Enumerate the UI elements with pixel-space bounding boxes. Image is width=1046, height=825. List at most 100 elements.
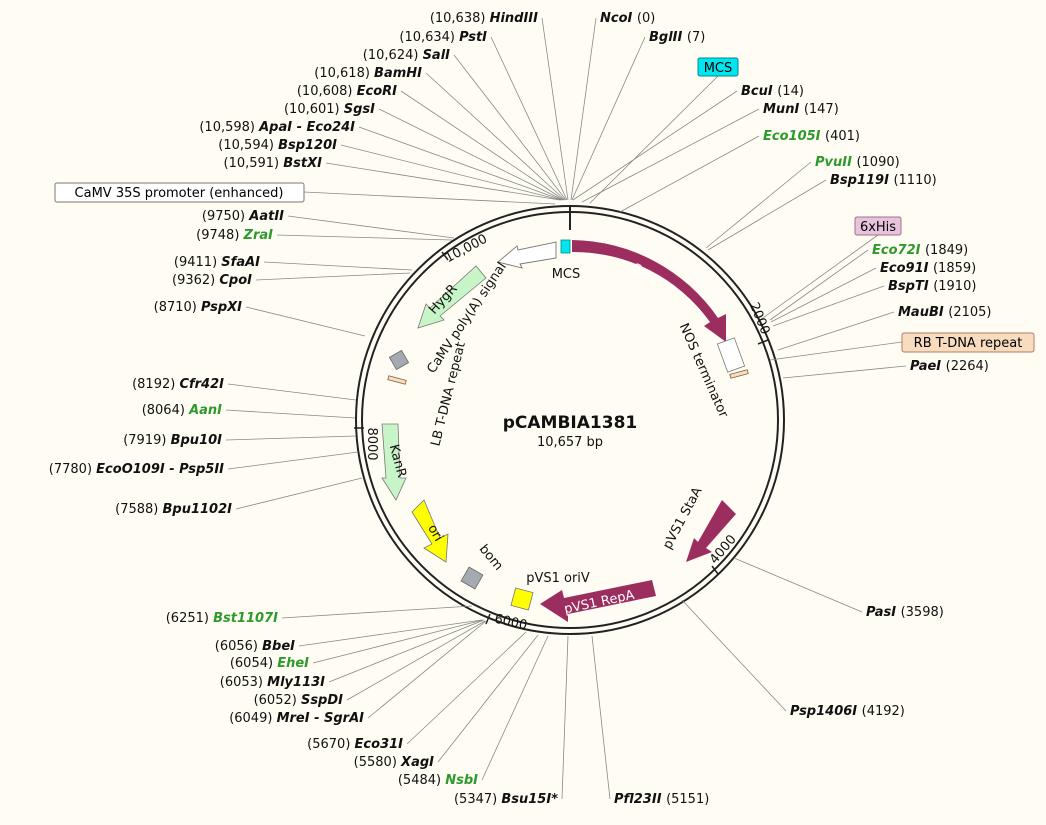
pvs1-oriv-feature[interactable] xyxy=(510,587,534,611)
site-mly113i[interactable]: (6053) Mly113I xyxy=(220,675,325,690)
site-name: Bpu10I xyxy=(171,433,223,448)
camv35s-feature[interactable] xyxy=(497,241,557,269)
site-pasi[interactable]: PasI (3598) xyxy=(866,605,944,620)
site-cfr42i[interactable]: (8192) Cfr42I xyxy=(132,377,224,392)
sixhis-box[interactable]: 6xHis xyxy=(854,216,902,236)
site-name: Bpu1102I xyxy=(163,502,233,517)
site-hindiii[interactable]: (10,638) HindIII xyxy=(430,11,538,26)
site-ehei[interactable]: (6054) EheI xyxy=(230,656,309,671)
site-position: (1910) xyxy=(933,279,976,294)
site-sali[interactable]: (10,624) SalI xyxy=(363,48,450,63)
ori-feature[interactable] xyxy=(411,499,449,563)
site-bsp120i[interactable]: (10,594) Bsp120I xyxy=(218,138,337,153)
site-nsbi[interactable]: (5484) NsbI xyxy=(398,773,478,788)
site-maubi[interactable]: MauBI (2105) xyxy=(898,305,991,320)
site-position: (1859) xyxy=(933,261,976,276)
svg-text:(5580) XagI: (5580) XagI xyxy=(354,755,434,770)
svg-text:(6251) Bst1107I: (6251) Bst1107I xyxy=(166,611,278,626)
site-aani[interactable]: (8064) AanI xyxy=(142,403,222,418)
site-position: (14) xyxy=(777,84,804,99)
site-cpoi[interactable]: (9362) CpoI xyxy=(172,273,252,288)
leader-bsp119i xyxy=(707,179,827,251)
site-ecori[interactable]: (10,608) EcoRI xyxy=(297,84,397,99)
site-name: Pfl23II xyxy=(614,792,666,807)
leader-aatii xyxy=(287,215,455,239)
svg-text:(10,624) SalI: (10,624) SalI xyxy=(363,48,450,63)
site-position: (2264) xyxy=(946,359,989,374)
rb-tdna-feature[interactable] xyxy=(729,369,749,379)
svg-text:(6052) SspDI: (6052) SspDI xyxy=(254,693,344,708)
site-psti[interactable]: (10,634) PstI xyxy=(399,30,487,45)
tick-4000 xyxy=(711,565,719,575)
svg-text:Eco91I (1859): Eco91I (1859) xyxy=(880,261,976,276)
site-ecoo109i[interactable]: (7780) EcoO109I - Psp5II xyxy=(49,462,224,477)
svg-text:(8064) AanI: (8064) AanI xyxy=(142,403,222,418)
camv-polya-feature[interactable] xyxy=(388,349,410,371)
site-position: (8710) xyxy=(154,300,201,315)
svg-text:(7780) EcoO109I - Psp5II: (7780) EcoO109I - Psp5II xyxy=(49,462,224,477)
mcs-feature[interactable] xyxy=(560,239,571,254)
nos-terminator-feature[interactable] xyxy=(716,337,746,373)
site-eco72i[interactable]: Eco72I (1849) xyxy=(872,243,968,258)
plasmid-name: pCAMBIA1381 xyxy=(503,413,637,433)
kanr-feature[interactable] xyxy=(381,423,407,501)
site-position: (5347) xyxy=(454,792,501,807)
site-name: HindIII xyxy=(490,11,539,26)
site-bsu15i[interactable]: (5347) Bsu15I* xyxy=(454,792,558,807)
site-position: (9362) xyxy=(172,273,219,288)
leader-bamhi xyxy=(425,72,566,201)
site-position: (5580) xyxy=(354,755,401,770)
site-ncoi[interactable]: NcoI (0) xyxy=(600,11,655,26)
leader-pasi xyxy=(733,557,863,613)
svg-text:(5484) NsbI: (5484) NsbI xyxy=(398,773,478,788)
site-eco31i[interactable]: (5670) Eco31I xyxy=(307,737,403,752)
site-pfl23ii[interactable]: Pfl23II (5151) xyxy=(614,792,709,807)
site-sgsi[interactable]: (10,601) SgsI xyxy=(284,102,375,117)
site-sspdi[interactable]: (6052) SspDI xyxy=(254,693,344,708)
site-name: SgsI xyxy=(344,102,375,117)
site-bstxi[interactable]: (10,591) BstXI xyxy=(224,156,323,171)
mcs-box[interactable]: MCS xyxy=(697,57,739,77)
site-pvuii[interactable]: PvuII (1090) xyxy=(815,155,900,170)
site-bsp119i[interactable]: Bsp119I (1110) xyxy=(830,173,937,188)
site-position: (6251) xyxy=(166,611,213,626)
svg-text:NcoI (0): NcoI (0) xyxy=(600,11,655,26)
site-mrei[interactable]: (6049) MreI - SgrAI xyxy=(229,711,364,726)
site-pspxi[interactable]: (8710) PspXI xyxy=(154,300,243,315)
site-sfaai[interactable]: (9411) SfaAI xyxy=(174,255,260,270)
hygr-feature[interactable] xyxy=(417,265,487,329)
site-name: BamHI xyxy=(374,66,422,81)
site-aatii[interactable]: (9750) AatII xyxy=(202,209,284,224)
site-bbei[interactable]: (6056) BbeI xyxy=(215,639,295,654)
gus-feature[interactable] xyxy=(572,240,726,342)
site-apai[interactable]: (10,598) ApaI - Eco24I xyxy=(199,120,355,135)
site-eco105i[interactable]: Eco105I (401) xyxy=(763,129,860,144)
site-bpu10i[interactable]: (7919) Bpu10I xyxy=(123,433,222,448)
site-name: PaeI xyxy=(910,359,946,374)
camv35s-box[interactable]: CaMV 35S promoter (enhanced) xyxy=(54,182,305,203)
bom-feature[interactable] xyxy=(460,566,484,590)
site-position: (10,624) xyxy=(363,48,423,63)
leader-pspxi xyxy=(245,306,366,337)
leader-mrei xyxy=(367,620,487,719)
svg-text:(6054) EheI: (6054) EheI xyxy=(230,656,309,671)
site-zrai[interactable]: (9748) ZraI xyxy=(196,228,273,243)
site-bst1107i[interactable]: (6251) Bst1107I xyxy=(166,611,278,626)
site-position: (7588) xyxy=(115,502,162,517)
site-bamhi[interactable]: (10,618) BamHI xyxy=(314,66,422,81)
feature-leader xyxy=(589,75,719,204)
site-paei[interactable]: PaeI (2264) xyxy=(910,359,989,374)
site-bspti[interactable]: BspTI (1910) xyxy=(888,279,976,294)
site-psp1406i[interactable]: Psp1406I (4192) xyxy=(790,704,905,719)
site-eco91i[interactable]: Eco91I (1859) xyxy=(880,261,976,276)
leader-cpoi xyxy=(255,272,411,281)
site-bglii[interactable]: BglII (7) xyxy=(649,30,705,45)
site-bcui[interactable]: BcuI (14) xyxy=(741,84,804,99)
site-bpu1102i[interactable]: (7588) Bpu1102I xyxy=(115,502,232,517)
site-xagi[interactable]: (5580) XagI xyxy=(354,755,434,770)
lb-tdna-feature[interactable] xyxy=(387,375,407,385)
pvs1-staa-feature[interactable] xyxy=(686,500,736,562)
rb-tdna-box[interactable]: RB T-DNA repeat xyxy=(901,332,1035,353)
pvs1-repa-feature[interactable] xyxy=(540,580,656,622)
site-muni[interactable]: MunI (147) xyxy=(763,102,839,117)
